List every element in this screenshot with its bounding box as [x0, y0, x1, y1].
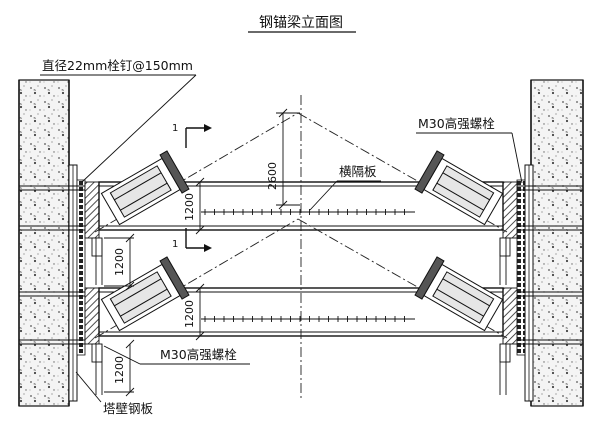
anchor-head-lower-left: [100, 256, 190, 332]
bolt-label-top: M30高强螺栓: [418, 116, 495, 131]
wall-embedded-bands: [19, 185, 583, 345]
beam-end-brackets: [84, 181, 518, 363]
right-tower-steel-plate: [516, 164, 534, 402]
diaphragm-stiffeners-lower: [204, 316, 405, 322]
dimension-gap: [104, 233, 135, 291]
anchor-head-upper-left: [100, 150, 190, 226]
diaphragm-leader: [309, 180, 338, 211]
section-cut-marker: [185, 124, 212, 252]
section-mark-bottom: 1: [172, 239, 178, 250]
right-tower-wall: [530, 79, 584, 407]
bolt-label-bottom: M30高强螺栓: [160, 347, 237, 362]
bolt-bottom-leader: [103, 345, 141, 365]
left-tower-steel-plate: [68, 164, 86, 402]
bolt-columns: [95, 238, 507, 395]
dimension-beam-upper: [195, 177, 205, 235]
drawing-title: 钢锚梁立面图: [259, 15, 343, 31]
dimension-beam-upper-label: 1200: [183, 193, 196, 221]
cable-centerlines: [94, 95, 508, 400]
diaphragm-label: 横隔板: [339, 164, 377, 179]
tower-plate-leader: [75, 371, 102, 403]
dimension-bottom: [104, 339, 135, 397]
dimension-gap-label: 1200: [113, 248, 126, 276]
left-tower-wall: [18, 79, 70, 407]
diaphragm-stiffeners-upper: [204, 209, 405, 215]
dimension-2600: [276, 108, 300, 210]
anchor-head-upper-right: [414, 150, 504, 226]
stud-leader: [81, 74, 197, 183]
tower-plate-label: 塔壁钢板: [103, 401, 154, 416]
dimension-2600-label: 2600: [266, 162, 279, 190]
anchor-head-lower-right: [414, 256, 504, 332]
section-mark-top: 1: [172, 123, 178, 134]
dimension-beam-lower: [195, 283, 205, 341]
bolt-top-leader: [511, 132, 523, 184]
stud-label: 直径22mm栓钉@150mm: [42, 58, 193, 73]
dimension-bottom-label: 1200: [113, 356, 126, 384]
dimension-beam-lower-label: 1200: [183, 300, 196, 328]
